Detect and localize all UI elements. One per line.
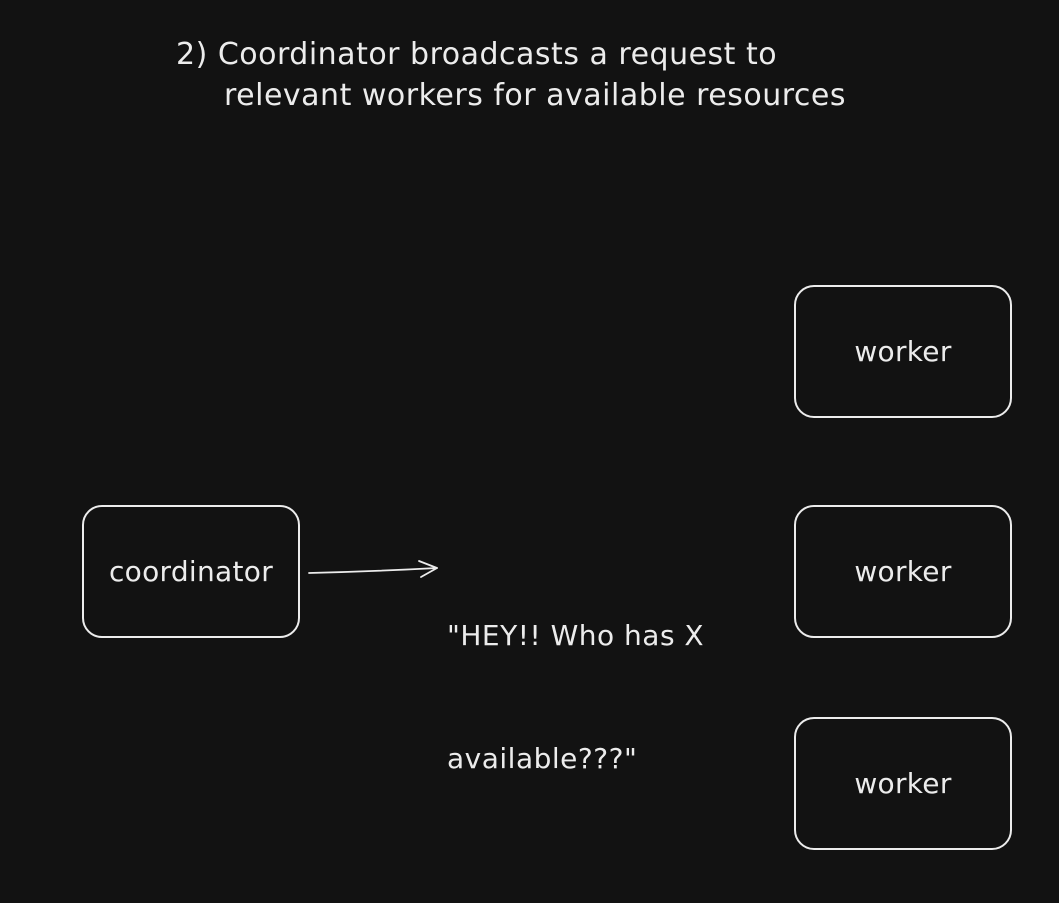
worker-label-top: worker <box>854 335 952 368</box>
worker-box-middle: worker <box>794 505 1012 638</box>
coordinator-box: coordinator <box>82 505 300 638</box>
message-line-2: available???" <box>447 742 638 775</box>
broadcast-message: "HEY!! Who has X available???" <box>447 533 704 861</box>
arrow-shaft <box>308 567 438 574</box>
diagram-title: 2) Coordinator broadcasts a request to re… <box>176 34 846 116</box>
title-line-2: relevant workers for available resources <box>224 78 846 113</box>
worker-label-middle: worker <box>854 555 952 588</box>
arrow-head-icon <box>418 560 438 578</box>
worker-label-bottom: worker <box>854 767 952 800</box>
message-line-1: "HEY!! Who has X <box>447 619 705 652</box>
worker-box-bottom: worker <box>794 717 1012 850</box>
worker-box-top: worker <box>794 285 1012 418</box>
title-line-1: 2) Coordinator broadcasts a request to <box>176 37 778 72</box>
coordinator-label: coordinator <box>108 555 274 588</box>
